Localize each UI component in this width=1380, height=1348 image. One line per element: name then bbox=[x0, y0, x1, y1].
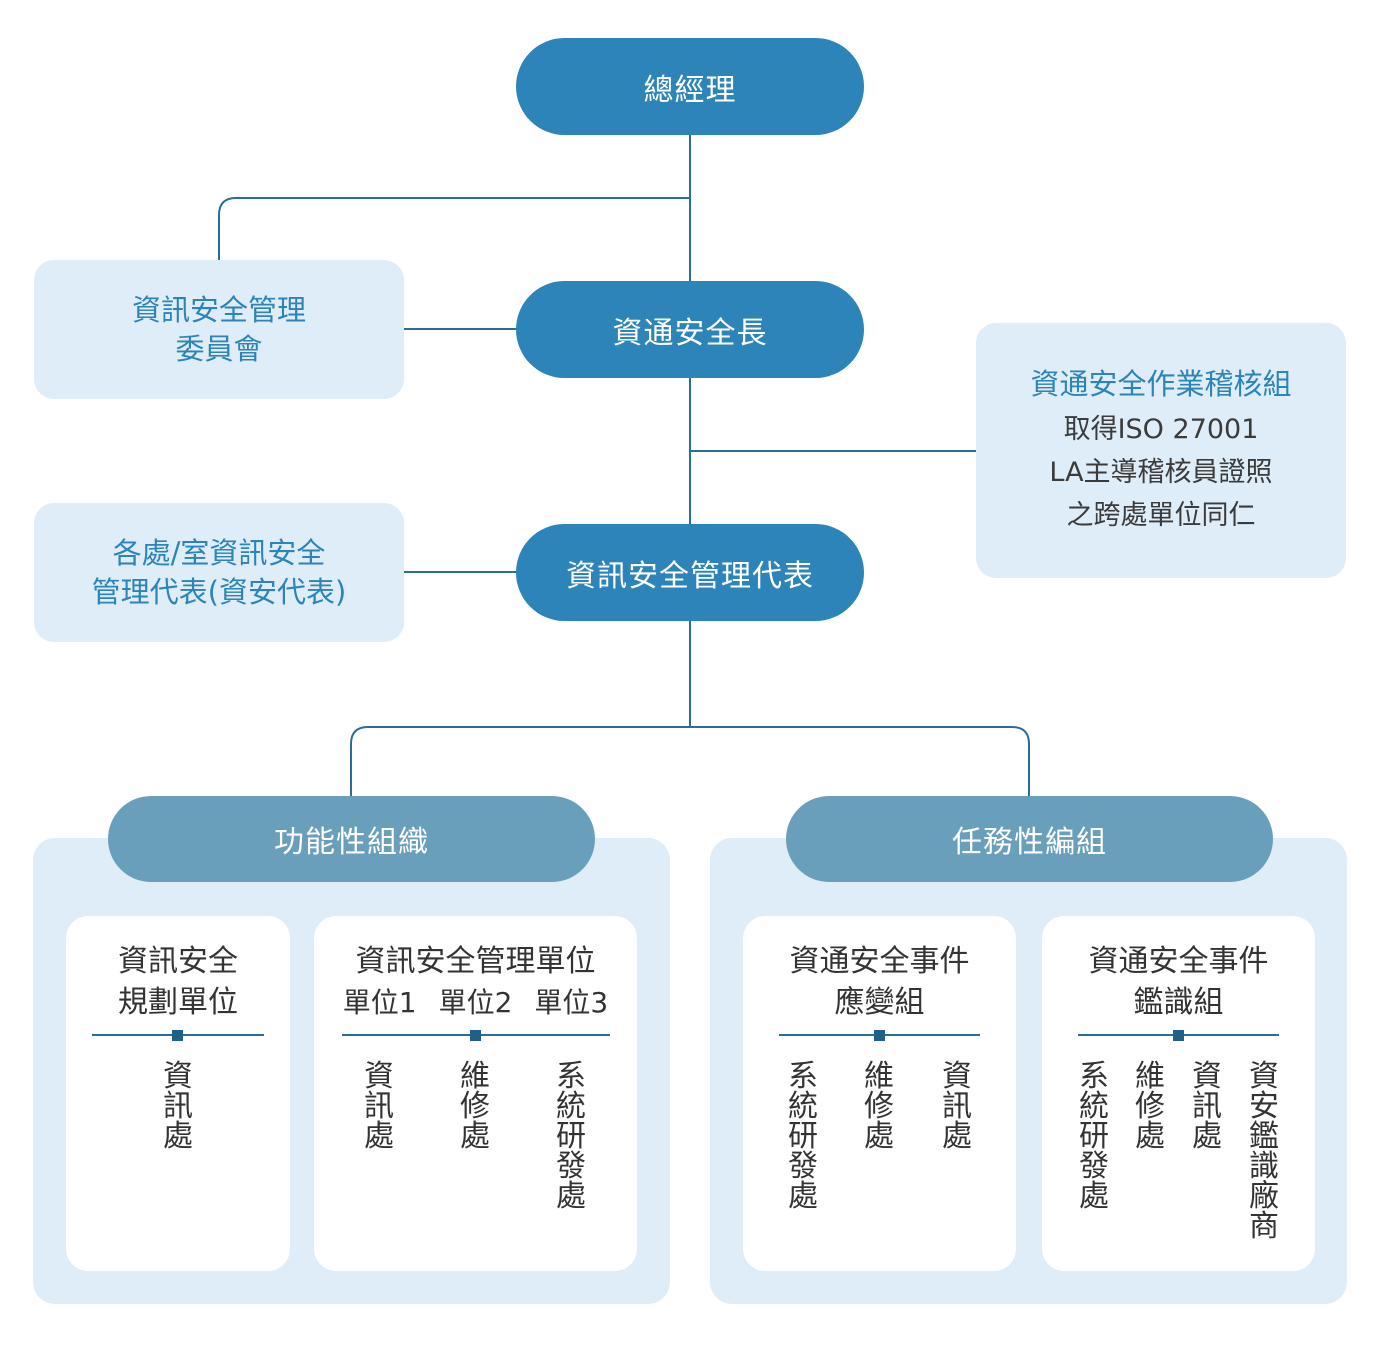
unit-reps-line-1: 各處/室資訊安全 bbox=[112, 535, 326, 570]
card-title-line: 資通安全事件 bbox=[789, 944, 970, 979]
committee-line-2: 委員會 bbox=[175, 331, 263, 366]
audit-team-box: 資通安全作業稽核組 取得ISO 27001 LA主導稽核員證照 之跨處單位同仁 bbox=[976, 323, 1346, 578]
task-group-node: 任務性編組 bbox=[786, 796, 1273, 882]
functional-group-node: 功能性組織 bbox=[108, 796, 595, 882]
divider-node bbox=[172, 1030, 183, 1041]
card-title-line: 規劃單位 bbox=[118, 985, 238, 1020]
card-title-line: 資訊安全 bbox=[118, 944, 238, 979]
card-title-line: 資訊安全管理單位 bbox=[355, 944, 596, 979]
unit-security-reps-box: 各處/室資訊安全 管理代表(資安代表) bbox=[34, 503, 404, 642]
isms-representative-label: 資訊安全管理代表 bbox=[566, 558, 814, 594]
card-title-line: 鑑識組 bbox=[1133, 985, 1224, 1020]
card-title-line: 應變組 bbox=[834, 985, 925, 1020]
audit-team-line-1: 取得ISO 27001 bbox=[1063, 413, 1259, 445]
unit-reps-line-2: 管理代表(資安代表) bbox=[91, 574, 347, 609]
dept-column: 維修處 bbox=[460, 1059, 490, 1154]
dept-column: 資安鑑識廠商 bbox=[1249, 1059, 1279, 1244]
dept-column: 資訊處 bbox=[364, 1059, 394, 1154]
general-manager-label: 總經理 bbox=[643, 72, 737, 108]
planning-unit-card: 資訊安全 規劃單位 資訊處 bbox=[66, 916, 290, 1271]
audit-team-title: 資通安全作業稽核組 bbox=[1030, 366, 1292, 401]
task-group-label: 任務性編組 bbox=[952, 825, 1107, 860]
unit-subtitles: 單位1 單位2 單位3 bbox=[314, 985, 637, 1021]
dept-column: 資訊處 bbox=[1192, 1059, 1222, 1154]
ciso-label: 資通安全長 bbox=[612, 315, 768, 351]
dept-column: 系統研發處 bbox=[1079, 1059, 1109, 1214]
incident-response-card: 資通安全事件 應變組 系統研發處 維修處 資訊處 bbox=[743, 916, 1016, 1271]
dept-column: 維修處 bbox=[864, 1059, 894, 1154]
security-committee-box: 資訊安全管理 委員會 bbox=[34, 260, 404, 399]
card-title-line: 資通安全事件 bbox=[1088, 944, 1269, 979]
divider-node bbox=[874, 1030, 885, 1041]
forensics-card: 資通安全事件 鑑識組 系統研發處 維修處 資訊處 資安鑑識廠商 bbox=[1042, 916, 1315, 1271]
general-manager-node: 總經理 bbox=[516, 38, 864, 135]
dept-column: 資訊處 bbox=[163, 1059, 193, 1154]
unit-subtitle: 單位1 bbox=[342, 986, 417, 1019]
isms-representative-node: 資訊安全管理代表 bbox=[516, 524, 864, 621]
audit-team-line-2: LA主導稽核員證照 bbox=[1049, 456, 1273, 488]
divider-node bbox=[1173, 1030, 1184, 1041]
dept-column: 系統研發處 bbox=[788, 1059, 818, 1214]
committee-line-1: 資訊安全管理 bbox=[131, 292, 306, 327]
divider-node bbox=[470, 1030, 481, 1041]
ciso-node: 資通安全長 bbox=[516, 281, 864, 378]
unit-subtitle: 單位2 bbox=[438, 986, 513, 1019]
functional-group-label: 功能性組織 bbox=[274, 825, 429, 860]
management-unit-card: 資訊安全管理單位 單位1 單位2 單位3 資訊處 維修處 系統研發處 bbox=[314, 916, 637, 1271]
audit-team-line-3: 之跨處單位同仁 bbox=[1066, 499, 1256, 531]
unit-subtitle: 單位3 bbox=[534, 986, 609, 1019]
dept-column: 資訊處 bbox=[942, 1059, 972, 1154]
dept-column: 維修處 bbox=[1135, 1059, 1165, 1154]
dept-column: 系統研發處 bbox=[556, 1059, 586, 1214]
